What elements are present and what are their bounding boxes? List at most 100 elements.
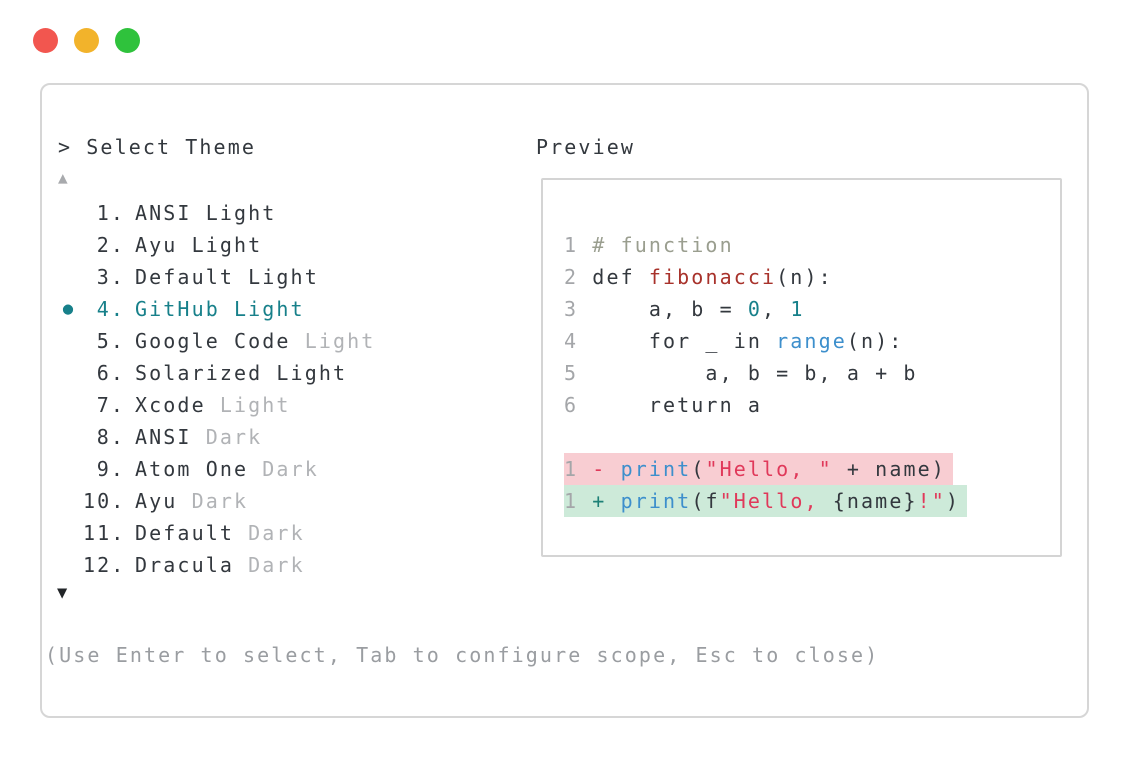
code-token: fibonacci [648,265,777,289]
line-number: 6 [564,393,593,417]
theme-option-xcode-light[interactable]: 7. Xcode Light [55,389,375,421]
code-token: return a [592,393,762,417]
select-theme-prompt: > Select Theme [58,135,256,159]
theme-name: GitHub Light [135,297,305,321]
diff-removed-highlight: 1 - print("Hello, " + name) [564,453,953,485]
theme-option-solarized-light[interactable]: 6. Solarized Light [55,357,375,389]
code-line: 4 for _ in range(n): [564,325,1060,357]
theme-name-suffix: Dark [191,425,263,449]
code-token: !" [917,489,946,513]
theme-number: 6. [96,361,125,385]
code-token: for _ in [592,329,777,353]
theme-number: 12. [83,553,126,577]
selection-bullet [55,389,83,421]
theme-name-suffix: Light [290,329,376,353]
diff-removed-line: 1 - print("Hello, " + name) [564,453,1060,485]
code-token: (n): [776,265,833,289]
line-number: 2 [564,265,593,289]
theme-name: Solarized Light [135,361,348,385]
code-token: (n): [846,329,904,353]
theme-number: 5. [96,329,125,353]
code-line: 3 a, b = 0, 1 [564,293,1060,325]
selection-bullet [55,549,83,581]
code-token: , [762,297,791,321]
theme-number: 8. [96,425,125,449]
selection-bullet [55,325,83,357]
minimize-button[interactable] [74,28,99,53]
code-token: a, b = b, a + b [592,361,918,385]
theme-name: Default [135,521,234,545]
theme-number: 10. [83,489,126,513]
window-controls [33,28,140,53]
theme-option-google-code-light[interactable]: 5. Google Code Light [55,325,375,357]
theme-name-suffix: Dark [177,489,249,513]
theme-option-dracula-dark[interactable]: 12. Dracula Dark [55,549,375,581]
code-token: print [620,489,692,513]
theme-name: Atom One [135,457,249,481]
diff-added-highlight: 1 + print(f"Hello, {name}!") [564,485,968,517]
code-token: {name} [832,489,918,513]
theme-name: Xcode [135,393,206,417]
theme-option-ansi-dark[interactable]: 8. ANSI Dark [55,421,375,453]
code-token: a, b = [592,297,748,321]
theme-option-default-light[interactable]: 3. Default Light [55,261,375,293]
theme-option-ayu-dark[interactable]: 10. Ayu Dark [55,485,375,517]
code-line: 6 return a [564,389,1060,421]
code-token: print [620,457,692,481]
theme-name-suffix: Dark [248,457,319,481]
selection-bullet [55,229,83,261]
code-token: range [776,329,847,353]
line-number: 4 [564,329,593,353]
code-line: 1 # function [564,229,1060,261]
selection-bullet [55,357,83,389]
scroll-up-indicator-icon: ▲ [58,168,68,187]
theme-list: 1. ANSI Light 2.Ayu Light 3. Default Light… [55,197,375,581]
preview-heading: Preview [536,135,635,159]
theme-number: 1. [96,201,125,225]
keyboard-hints: (Use Enter to select, Tab to configure s… [45,643,880,667]
theme-name-suffix: Dark [234,521,305,545]
code-line: 2 def fibonacci(n): [564,261,1060,293]
theme-option-default-dark[interactable]: 11. Default Dark [55,517,375,549]
theme-option-ansi-light[interactable]: 1. ANSI Light [55,197,375,229]
theme-name: Ayu Light [135,233,263,257]
selection-bullet [55,261,83,293]
theme-name: Ayu [135,489,178,513]
code-token: 1 [790,297,805,321]
theme-number: 3. [96,265,125,289]
selection-bullet [55,197,83,229]
theme-name: ANSI Light [135,201,277,225]
line-number: 3 [564,297,593,321]
code-token: ) [945,489,961,513]
theme-name: Dracula [135,553,234,577]
theme-option-ayu-light[interactable]: 2.Ayu Light [55,229,375,261]
selection-bullet [55,421,83,453]
code-line: 5 a, b = b, a + b [564,357,1060,389]
theme-number: 9. [96,457,125,481]
code-token: (f [691,489,720,513]
theme-name: Default Light [135,265,319,289]
code-token: "Hello, [719,489,833,513]
theme-number: 4. [96,297,125,321]
diff-plus-sign: + [592,489,621,513]
theme-name-suffix: Dark [234,553,305,577]
selection-bullet [55,485,83,517]
scroll-down-indicator-icon: ▼ [57,583,68,603]
maximize-button[interactable] [115,28,140,53]
selection-bullet: ● [62,299,76,319]
theme-number: 11. [83,521,126,545]
theme-option-atom-one-dark[interactable]: 9. Atom One Dark [55,453,375,485]
theme-option-github-light[interactable]: ● 4. GitHub Light [55,293,375,325]
theme-name-suffix: Light [205,393,291,417]
line-number: 1 [564,233,593,257]
close-button[interactable] [33,28,58,53]
theme-name: Google Code [135,329,291,353]
code-token: 0 [747,297,763,321]
code-token: + name) [832,457,946,481]
selection-bullet [55,517,83,549]
theme-number: 7. [96,393,125,417]
code-token: # function [592,233,734,257]
line-number: 1 [564,457,593,481]
line-number: 1 [564,489,593,513]
theme-name: ANSI [135,425,192,449]
